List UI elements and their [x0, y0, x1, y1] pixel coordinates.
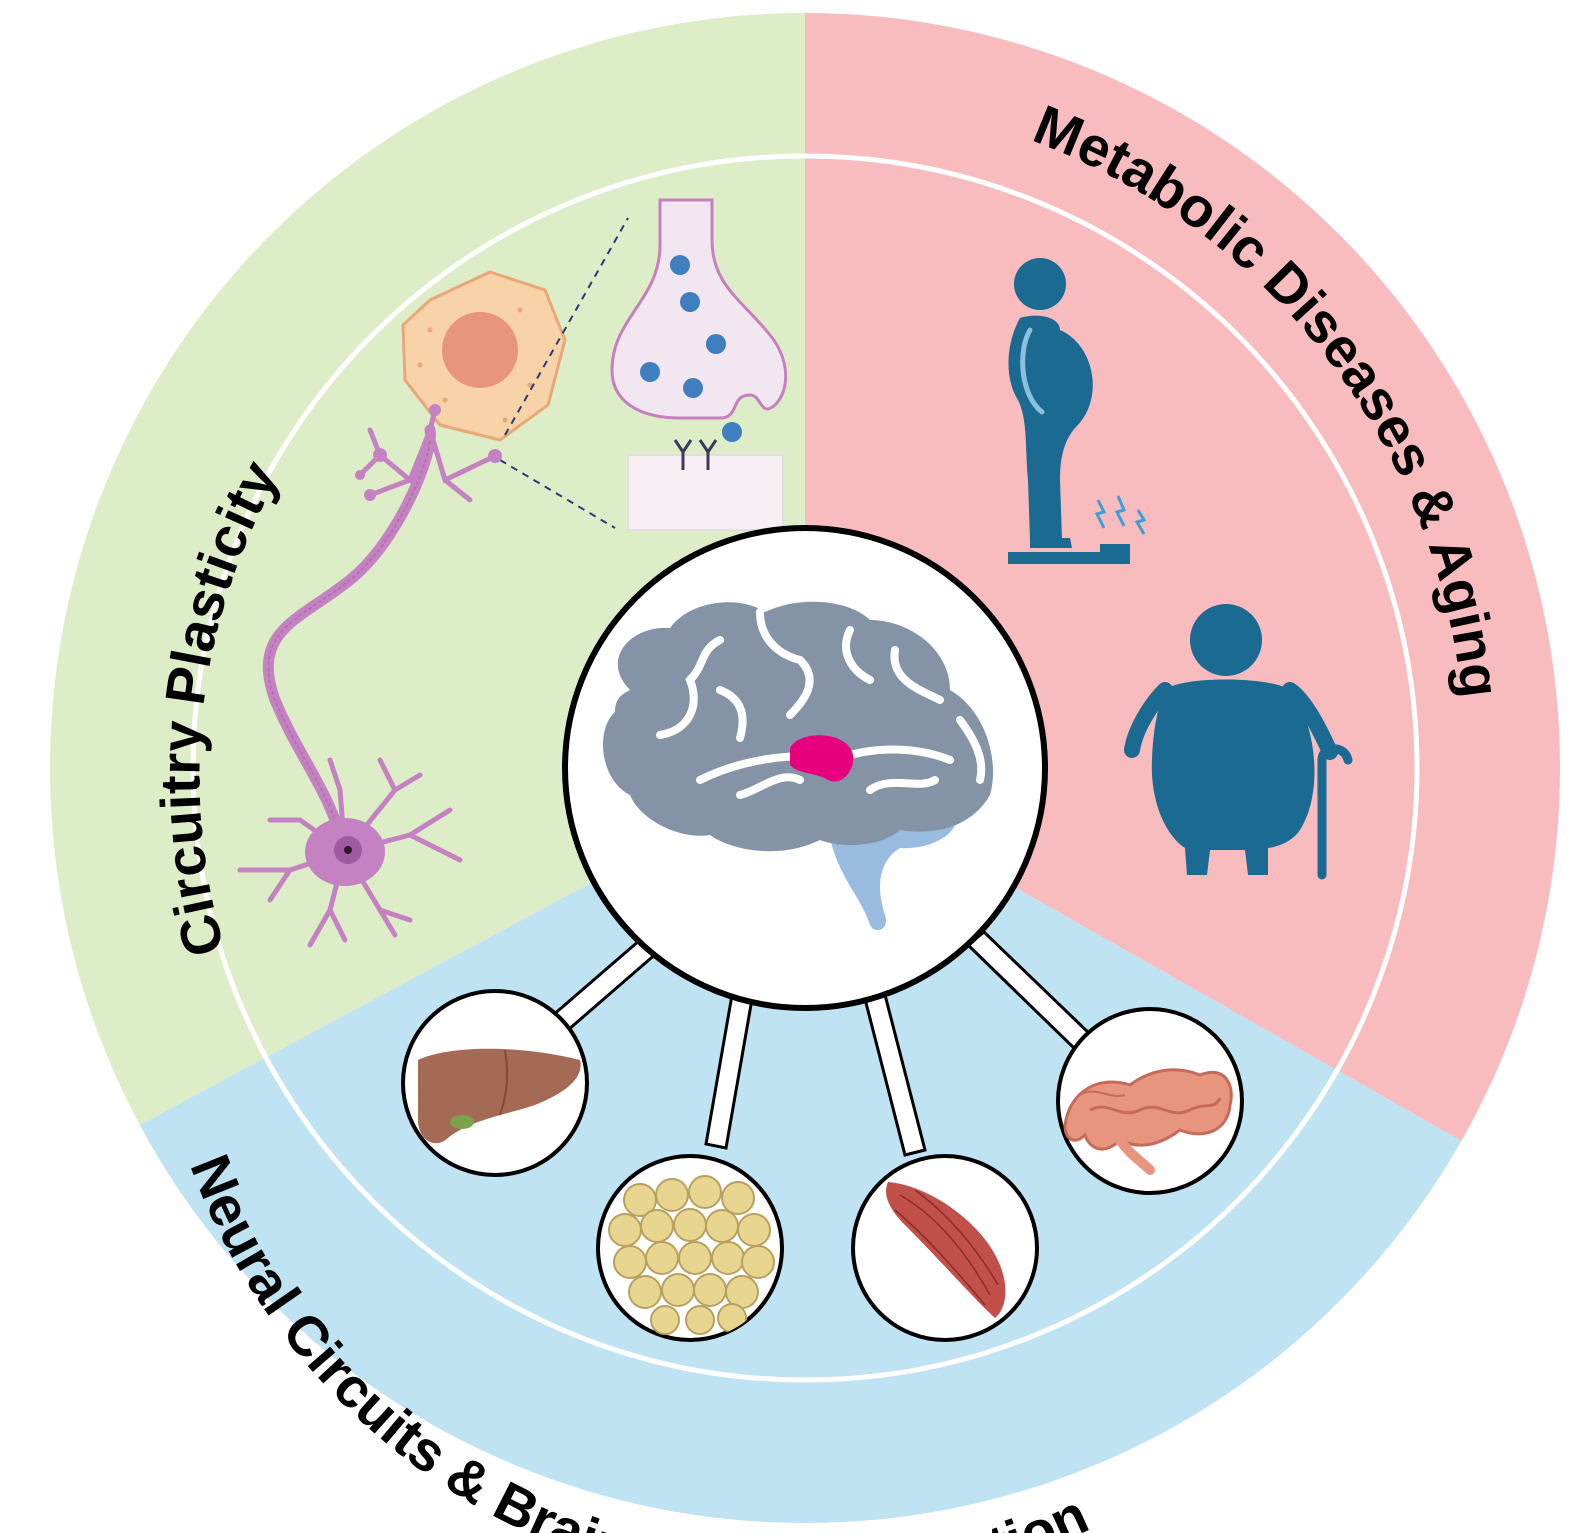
scale-icon: [1008, 552, 1130, 564]
brain-icon: [603, 601, 994, 931]
adipose-tissue-icon: [608, 1175, 775, 1335]
connector-lines: [549, 929, 1095, 1157]
organ-intestine: [1056, 1007, 1244, 1195]
inner-ring: [190, 153, 1420, 1383]
cell-icon: [401, 270, 567, 442]
obese-person-icon: [1008, 258, 1147, 564]
muscle-icon: [885, 1182, 1006, 1318]
organ-fat: [596, 1154, 784, 1342]
sector-neural: [50, 768, 1560, 1523]
brain-node: [562, 525, 1048, 1011]
cane-icon: [1317, 744, 1353, 880]
neuron-icon: [237, 404, 502, 948]
hypothalamus-highlight: [790, 735, 854, 782]
elderly-person-icon: [1124, 604, 1353, 880]
synapse-icon: [610, 198, 788, 531]
organ-liver: [401, 989, 589, 1177]
sector-metabolic: [805, 13, 1560, 1210]
liver-icon: [418, 1048, 581, 1144]
zoom-lines: [499, 217, 629, 529]
intestine-icon: [1063, 1068, 1233, 1175]
organ-muscle: [851, 1154, 1039, 1342]
